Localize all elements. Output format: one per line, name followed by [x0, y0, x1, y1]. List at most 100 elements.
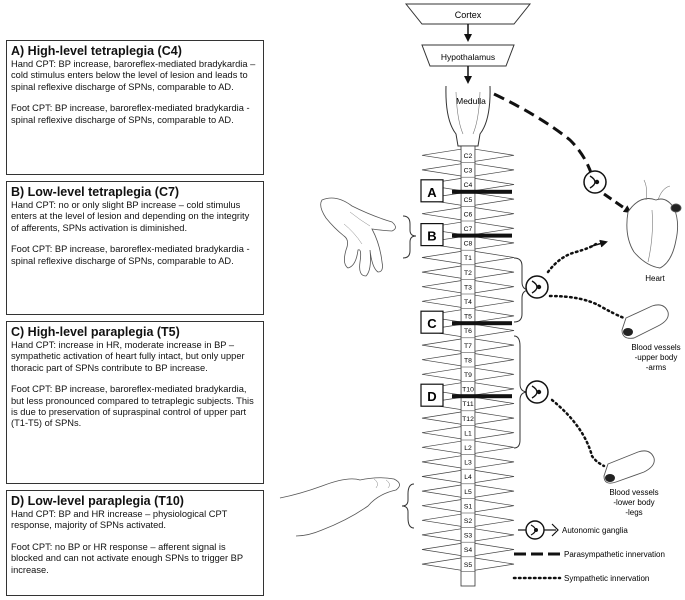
right-nerve-root — [474, 499, 515, 513]
lesion-box — [420, 179, 444, 203]
lesion-bar — [452, 189, 512, 194]
legend-ganglion-label: Autonomic ganglia — [562, 526, 628, 535]
heart-label: Heart — [645, 274, 665, 283]
segment-t12: T12 — [421, 411, 515, 426]
segment-s5: S5 — [421, 557, 515, 572]
left-nerve-root — [421, 542, 462, 557]
left-nerve-root — [421, 148, 462, 162]
segment-l4: L4 — [421, 469, 515, 485]
segment-label: C5 — [464, 197, 473, 204]
segment-label: T2 — [464, 270, 472, 277]
left-nerve-root — [421, 513, 462, 527]
segment-label: T3 — [464, 284, 472, 291]
segment-l5: L5 — [421, 484, 515, 499]
right-nerve-root — [474, 353, 515, 367]
segment-label: C7 — [464, 226, 473, 233]
spinal-segments: C2C3C4C5C6C7C8T1T2T3T4T5T6T7T8T9T10T11T1… — [421, 148, 515, 572]
medulla-label: Medulla — [456, 96, 486, 106]
left-nerve-root — [421, 163, 462, 177]
hand-bracket — [402, 215, 417, 259]
segment-label: C2 — [464, 153, 473, 160]
lower-blood-vessel-icon — [603, 450, 655, 484]
panel-heading: C) High-level paraplegia (T5) — [11, 325, 180, 339]
sympathetic-path-to-lower-vessels — [550, 398, 606, 468]
right-nerve-root — [474, 411, 515, 425]
segment-label: T9 — [464, 372, 472, 379]
right-nerve-root — [474, 294, 515, 308]
panel-high-level-paraplegia: C) High-level paraplegia (T5) Hand CPT: … — [6, 321, 264, 484]
left-nerve-root — [421, 440, 462, 454]
left-nerve-root — [421, 250, 462, 265]
lesion-bar — [452, 394, 512, 399]
sympathetic-path-to-heart — [546, 242, 598, 274]
right-nerve-root — [474, 528, 515, 542]
segment-label: L5 — [464, 489, 472, 496]
segment-label: T8 — [464, 357, 472, 364]
segment-s3: S3 — [421, 528, 515, 543]
legend-sympathetic-label: Sympathetic innervation — [564, 574, 649, 583]
right-nerve-root — [474, 148, 515, 162]
left-nerve-root — [421, 207, 462, 221]
hand-cpt-text: Hand CPT: increase in HR, moderate incre… — [11, 340, 245, 373]
right-nerve-root — [474, 440, 515, 454]
cortex-label: Cortex — [455, 10, 482, 20]
segment-s1: S1 — [421, 499, 515, 514]
upper-blood-vessel-icon — [621, 304, 669, 339]
left-nerve-root — [421, 367, 462, 381]
segment-label: T10 — [462, 387, 474, 394]
segment-label: C4 — [464, 182, 473, 189]
parasympathetic-path-to-ganglion — [493, 92, 594, 177]
lesion-label: C — [427, 316, 437, 331]
right-nerve-root — [474, 323, 515, 338]
sympathetic-path-to-upper-vessels — [548, 294, 626, 320]
segment-label: C8 — [464, 241, 473, 248]
medulla: Medulla — [445, 85, 491, 147]
segment-c2: C2 — [421, 148, 515, 163]
legend-parasympathetic-label: Parasympathetic innervation — [564, 550, 665, 559]
foot-cpt-text: Foot CPT: BP increase, baroreflex-mediat… — [11, 103, 250, 125]
segment-t9: T9 — [421, 367, 515, 382]
right-nerve-root — [474, 309, 515, 323]
right-nerve-root — [474, 192, 515, 206]
left-nerve-root — [421, 265, 462, 279]
right-nerve-root — [474, 455, 515, 469]
left-nerve-root — [421, 484, 462, 498]
segment-l3: L3 — [421, 455, 515, 470]
lesion-marker-d: D — [420, 383, 512, 407]
segment-s4: S4 — [421, 542, 515, 558]
right-nerve-root — [474, 338, 515, 352]
right-nerve-root — [474, 280, 515, 294]
segment-label: T7 — [464, 343, 472, 350]
upper-vessels-region: -upper body — [635, 353, 678, 362]
segment-label: L3 — [464, 460, 472, 467]
segment-label: S2 — [464, 518, 473, 525]
segment-label: T6 — [464, 328, 472, 335]
segment-t7: T7 — [421, 338, 515, 353]
foot-cpt-text: Foot CPT: BP increase, baroreflex-mediat… — [11, 384, 254, 429]
right-nerve-root — [474, 469, 515, 484]
right-nerve-root — [474, 207, 515, 221]
upper-sympathetic-ganglion-icon — [525, 275, 549, 299]
panel-low-level-paraplegia: D) Low-level paraplegia (T10) Hand CPT: … — [6, 490, 264, 596]
right-nerve-root — [474, 557, 515, 571]
right-nerve-root — [474, 484, 515, 498]
lesion-bar — [452, 233, 512, 238]
right-nerve-root — [474, 382, 515, 396]
right-nerve-root — [474, 250, 515, 265]
segment-label: C6 — [464, 211, 473, 218]
parasympathetic-ganglion-icon — [583, 170, 607, 194]
segment-l2: L2 — [421, 440, 515, 455]
panel-high-level-tetraplegia: A) High-level tetraplegia (C4) Hand CPT:… — [6, 40, 264, 175]
hand-cpt-text: Hand CPT: BP increase, baroreflex-mediat… — [11, 59, 256, 92]
lesion-label: A — [427, 185, 437, 200]
right-nerve-root — [474, 163, 515, 177]
right-nerve-root — [474, 396, 515, 411]
lesion-box — [420, 383, 444, 407]
lesion-marker-c: C — [420, 310, 512, 334]
right-nerve-root — [474, 265, 515, 279]
segment-s2: S2 — [421, 513, 515, 528]
segment-t4: T4 — [421, 294, 515, 309]
segment-c6: C6 — [421, 207, 515, 222]
panel-heading: B) Low-level tetraplegia (C7) — [11, 185, 180, 199]
left-nerve-root — [421, 528, 462, 542]
